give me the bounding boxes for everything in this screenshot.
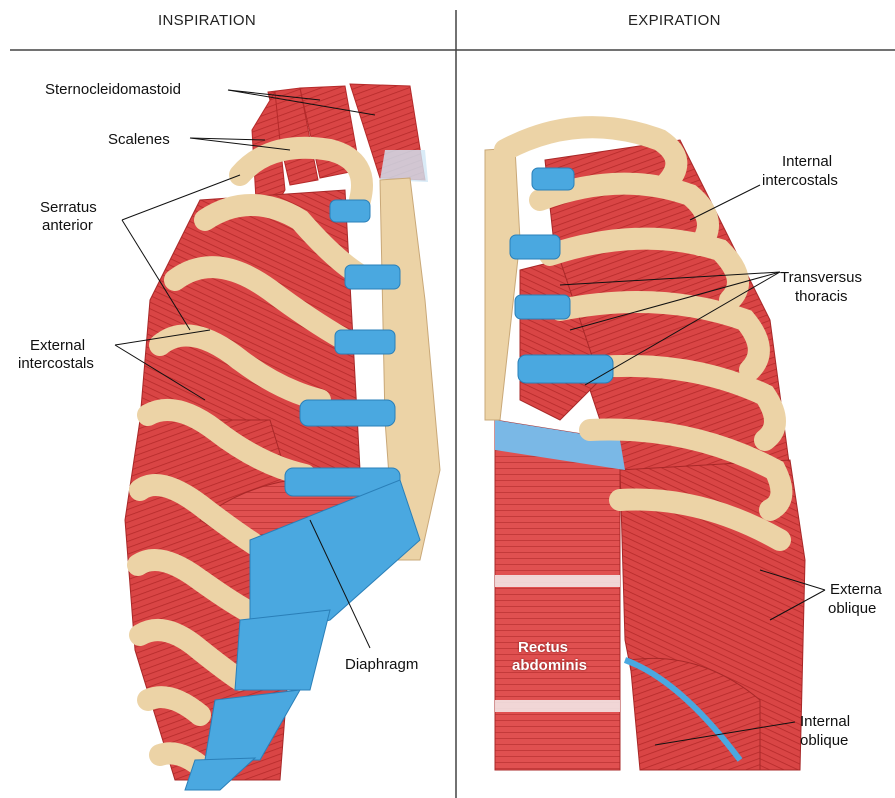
label-external-oblique-line2: oblique — [828, 599, 876, 618]
label-sternocleidomastoid: Sternocleidomastoid — [45, 80, 181, 99]
rectus-abdominis-muscle — [495, 420, 625, 770]
label-serratus-line2: anterior — [42, 216, 93, 235]
label-internal-oblique-line2: oblique — [800, 731, 848, 750]
label-internal-oblique-line1: Internal — [800, 712, 850, 731]
inspiration-ribcage — [115, 84, 440, 790]
label-transversus-line1: Transversus — [780, 268, 862, 287]
label-internal-intercostals-line1: Internal — [782, 152, 832, 171]
label-external-intercostals-line2: intercostals — [18, 354, 94, 373]
label-rectus-line1: Rectus — [518, 638, 568, 657]
label-diaphragm: Diaphragm — [345, 655, 418, 674]
label-external-intercostals-line1: External — [30, 336, 85, 355]
label-external-oblique-line1: Externa — [830, 580, 882, 599]
expiration-sternum — [485, 148, 520, 420]
label-serratus-line1: Serratus — [40, 198, 97, 217]
label-scalenes: Scalenes — [108, 130, 170, 149]
label-transversus-line2: thoracis — [795, 287, 848, 306]
label-internal-intercostals-line2: intercostals — [762, 171, 838, 190]
label-rectus-line2: abdominis — [512, 656, 587, 675]
